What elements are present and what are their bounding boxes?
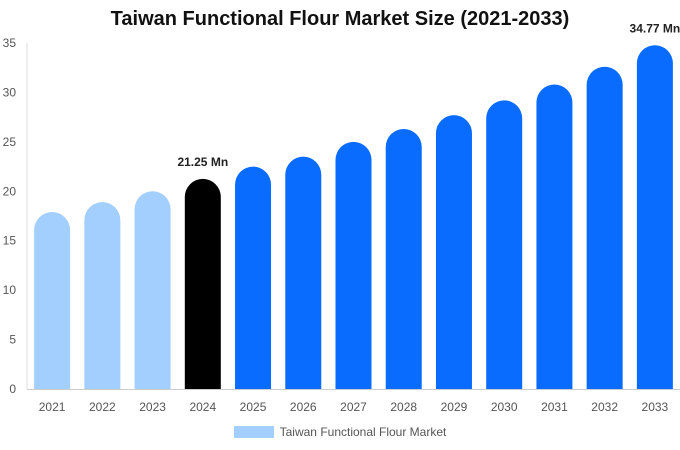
y-tick-label: 0	[9, 382, 16, 396]
x-tick-label: 2026	[290, 400, 317, 414]
x-tick-label: 2028	[390, 400, 417, 414]
bar	[385, 129, 422, 389]
y-tick-label: 30	[3, 85, 17, 99]
x-tick-label: 2022	[89, 400, 116, 414]
bar	[486, 100, 523, 389]
bar	[84, 202, 121, 389]
y-tick-label: 25	[3, 135, 17, 149]
y-tick-label: 10	[3, 283, 17, 297]
x-tick-label: 2033	[642, 400, 669, 414]
x-tick-label: 2030	[491, 400, 518, 414]
legend-label: Taiwan Functional Flour Market	[279, 425, 447, 439]
bar	[536, 84, 573, 390]
x-tick-label: 2023	[139, 400, 166, 414]
chart-title: Taiwan Functional Flour Market Size (202…	[110, 8, 570, 30]
x-tick-label: 2031	[541, 400, 568, 414]
y-tick-label: 5	[9, 333, 16, 347]
x-tick-label: 2032	[591, 400, 618, 414]
bar	[285, 156, 322, 389]
x-tick-label: 2021	[39, 400, 66, 414]
x-tick-label: 2029	[441, 400, 468, 414]
x-tick-label: 2024	[189, 400, 216, 414]
legend: Taiwan Functional Flour Market	[0, 425, 680, 439]
data-label: 21.25 Mn	[177, 155, 228, 169]
legend-swatch	[233, 426, 274, 438]
bar	[335, 141, 372, 389]
y-tick-label: 15	[3, 234, 17, 248]
bar	[34, 212, 71, 389]
bar	[184, 178, 221, 389]
y-tick-label: 35	[3, 36, 17, 50]
y-tick-label: 20	[3, 184, 17, 198]
bar	[586, 66, 623, 390]
bar	[235, 166, 272, 389]
data-label: 34.77 Mn	[630, 21, 680, 35]
bar	[435, 115, 472, 389]
bar	[636, 45, 673, 390]
bar	[134, 191, 171, 389]
x-tick-label: 2027	[340, 400, 367, 414]
x-tick-label: 2025	[240, 400, 267, 414]
